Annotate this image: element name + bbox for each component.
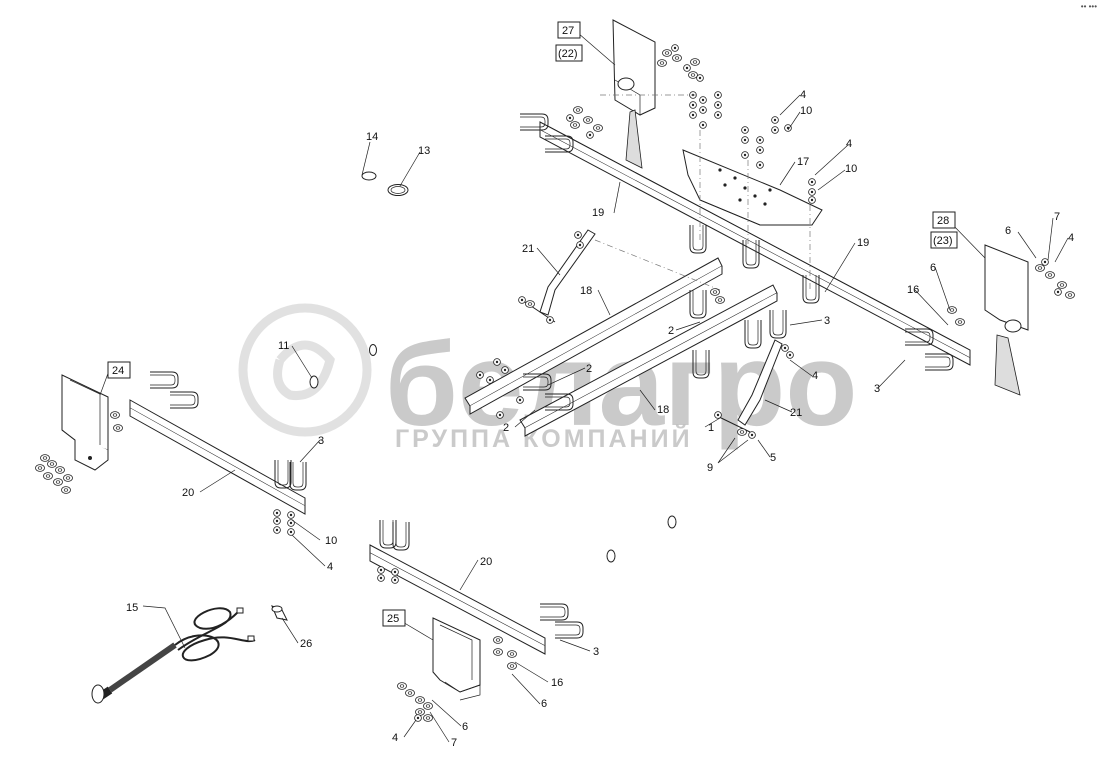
callout-2: 2 xyxy=(586,363,592,375)
rings xyxy=(309,171,677,563)
callout-10: 10 xyxy=(325,535,337,547)
label-box-25: 25 xyxy=(382,609,406,627)
callout-10: 10 xyxy=(845,163,857,175)
label-23: (23) xyxy=(933,235,953,247)
callout-6: 6 xyxy=(462,721,468,733)
plate-bolts xyxy=(689,91,820,304)
plate-24 xyxy=(35,374,123,494)
plate-27 xyxy=(600,19,704,169)
callout-2: 2 xyxy=(668,325,674,337)
callout-17: 17 xyxy=(797,156,809,168)
callout-4: 4 xyxy=(846,138,852,150)
callout-19: 19 xyxy=(592,207,604,219)
label-27: 27 xyxy=(562,25,574,37)
callout-16: 16 xyxy=(907,284,919,296)
callout-7: 7 xyxy=(1054,211,1060,223)
watermark-subtitle: ГРУППА КОМПАНИЙ xyxy=(395,423,693,453)
callout-3: 3 xyxy=(824,315,830,327)
label-box-27: 27 (22) xyxy=(555,21,583,62)
callout-26: 26 xyxy=(300,638,312,650)
callout-21: 21 xyxy=(522,243,534,255)
callout-18: 18 xyxy=(657,404,669,416)
beam-20-lower xyxy=(369,519,584,655)
label-22: (22) xyxy=(558,48,578,60)
callout-9: 9 xyxy=(707,462,713,474)
callout-numbers: 14 13 19 19 17 4 10 4 10 21 18 2 2 2 18 … xyxy=(126,89,1074,749)
callout-20: 20 xyxy=(182,487,194,499)
callout-21: 21 xyxy=(790,407,802,419)
callout-3: 3 xyxy=(593,646,599,658)
callout-6: 6 xyxy=(541,698,547,710)
plate-25 xyxy=(397,617,517,722)
part-26 xyxy=(271,605,288,621)
callout-6: 6 xyxy=(1005,225,1011,237)
plate-28 xyxy=(904,244,1075,396)
beam-19-upper xyxy=(539,121,971,366)
callout-6: 6 xyxy=(930,262,936,274)
callout-3: 3 xyxy=(318,435,324,447)
callout-18: 18 xyxy=(580,285,592,297)
watermark-logo-swirl xyxy=(273,340,335,401)
callout-4: 4 xyxy=(392,732,398,744)
callout-4: 4 xyxy=(327,561,333,573)
callout-14: 14 xyxy=(366,131,378,143)
callout-3: 3 xyxy=(874,383,880,395)
callout-16: 16 xyxy=(551,677,563,689)
beam-20-left xyxy=(129,371,307,536)
corner-mark: •• ••• xyxy=(1080,2,1097,11)
callout-11: 11 xyxy=(278,340,289,352)
cable-15 xyxy=(91,607,256,704)
watermark-logo-circle xyxy=(238,303,372,437)
callout-10: 10 xyxy=(800,105,812,117)
callout-20: 20 xyxy=(480,556,492,568)
callout-13: 13 xyxy=(418,145,430,157)
label-28: 28 xyxy=(937,215,949,227)
label-box-28: 28 (23) xyxy=(930,211,958,249)
ring-11 xyxy=(309,375,319,389)
callout-15: 15 xyxy=(126,602,138,614)
callout-19: 19 xyxy=(857,237,869,249)
callout-4: 4 xyxy=(800,89,806,101)
callout-1: 1 xyxy=(708,422,714,434)
brace-21-lower xyxy=(714,339,794,439)
callout-5: 5 xyxy=(770,452,776,464)
callout-2: 2 xyxy=(503,422,509,434)
ring-14 xyxy=(361,171,377,181)
label-box-24: 24 xyxy=(107,361,131,379)
brace-21-upper xyxy=(518,229,721,324)
label-25: 25 xyxy=(387,613,399,625)
callout-4: 4 xyxy=(1068,232,1074,244)
callout-7: 7 xyxy=(451,737,457,749)
plate-17 xyxy=(682,149,823,226)
label-24: 24 xyxy=(112,365,124,377)
callout-4: 4 xyxy=(812,370,818,382)
